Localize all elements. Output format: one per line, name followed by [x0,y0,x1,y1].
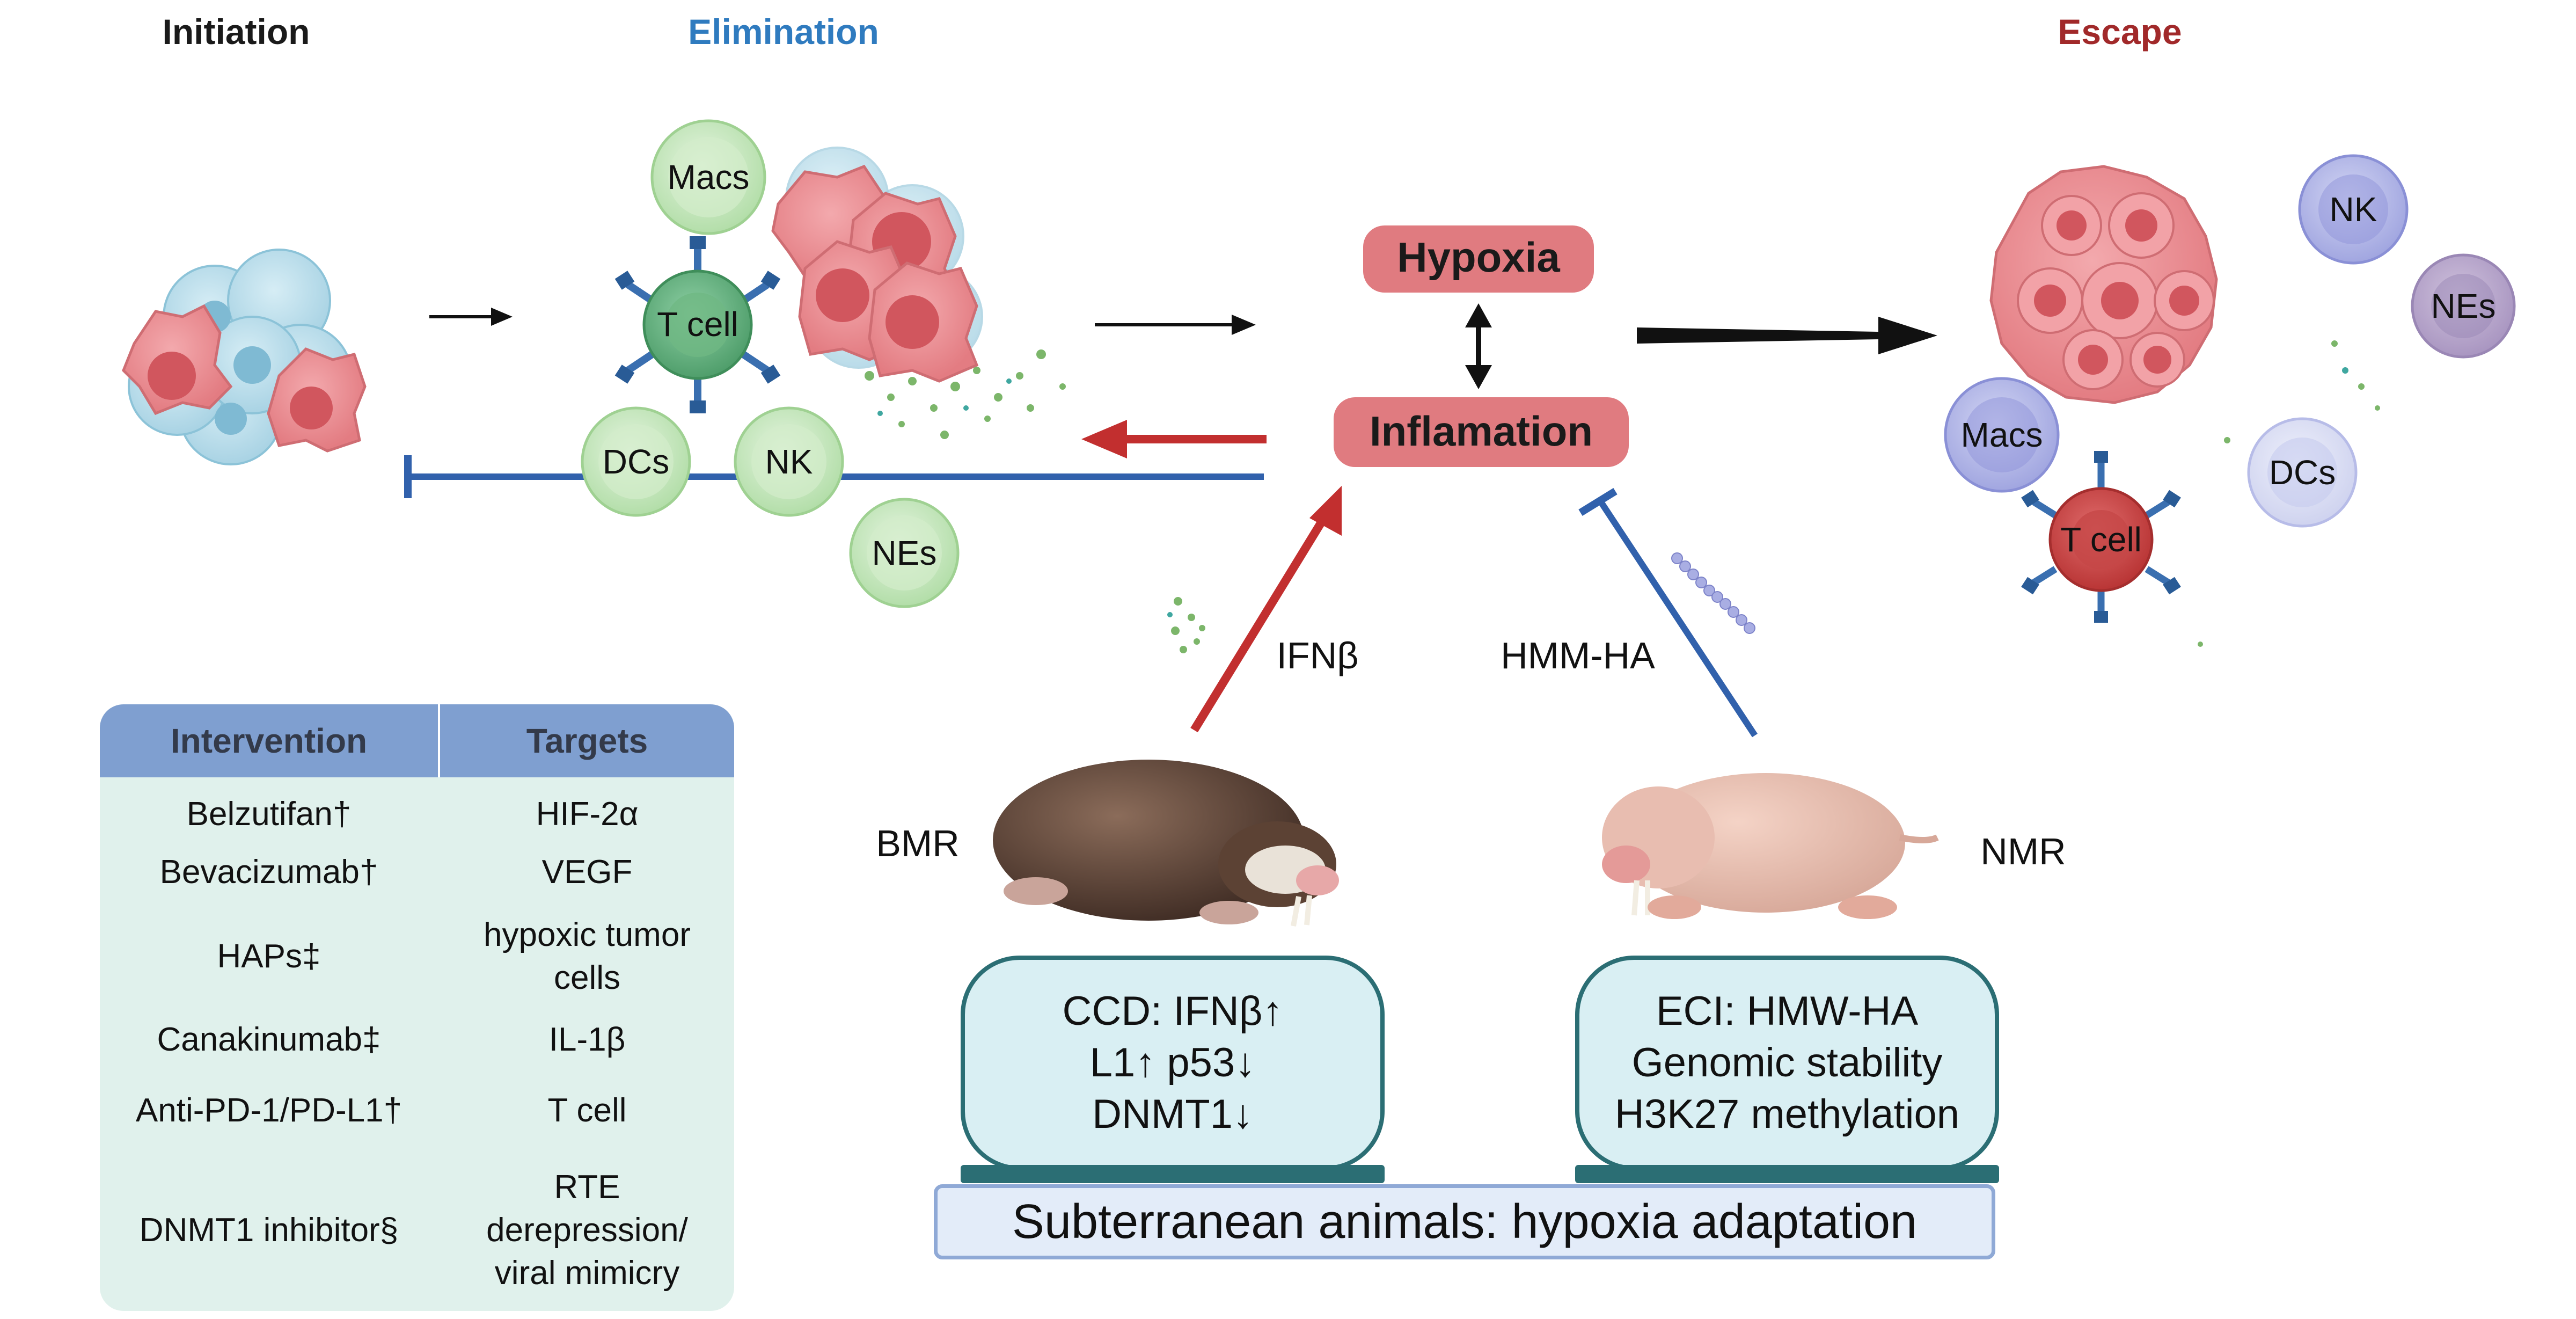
table-header-intervention: Intervention [170,722,368,760]
macs-cell-escape: Macs [1944,377,2060,493]
tcell-label-elimination: T cell [657,305,738,344]
dcs-cell-elimination: DCs [581,406,691,517]
table-cell-target: RTE derepression/ viral mimicry [486,1169,688,1292]
table-cell-target: hypoxic tumor cells [484,916,691,996]
nmr-mechanism-line: Genomic stability [1631,1040,1943,1085]
stage-title-escape: Escape [2058,12,2182,52]
elimination-tumor-cluster [771,147,983,383]
nes-label-escape: NEs [2431,287,2496,325]
nmr-label: NMR [1980,830,2066,872]
ifnb-label: IFNβ [1276,635,1358,676]
tcell-elimination: T cell [614,236,781,413]
hmmha-label: HMM-HA [1501,635,1655,676]
table-cell-intervention: Bevacizumab† [159,854,378,891]
nk-label-elimination: NK [765,442,813,481]
stage-title-initiation: Initiation [163,12,310,52]
hypoxia-pill [1363,225,1594,293]
stage-title-elimination: Elimination [688,12,879,52]
table-cell-target: T cell [547,1092,627,1129]
nmr-mechanism-line: ECI: HMW-HA [1656,988,1919,1034]
nes-cell-escape: NEs [2411,253,2516,359]
dcs-label-elimination: DCs [603,442,669,481]
ifnb-activation-arrow [1190,513,1329,733]
nmr-mechanism-panel: ECI: HMW-HA Genomic stability H3K27 meth… [1575,956,1999,1170]
inflamation-label: Inflamation [1370,407,1593,455]
tcell-escape: T cell [2021,451,2181,623]
nmr-illustration [1602,773,1939,919]
subterranean-banner: Subterranean animals: hypoxia adaptation [934,1184,1995,1259]
table-header-targets: Targets [526,722,648,760]
table-cell-intervention: Anti-PD-1/PD-L1† [135,1092,402,1129]
dcs-cell-escape: DCs [2247,417,2358,528]
initiation-cell-cluster [122,249,367,465]
intervention-table: Intervention Targets Belzutifan† HIF-2α … [100,704,734,1311]
tcell-label-escape: T cell [2060,520,2142,559]
nk-label-escape: NK [2330,190,2377,229]
cytokine-particles-elimination [865,349,1066,439]
table-cell-intervention: HAPs‡ [217,938,321,975]
inflamation-pill [1334,397,1629,467]
nk-cell-elimination: NK [734,406,844,517]
hmmha-inhibition-line [1599,501,1758,738]
center-to-escape-arrow [1637,317,1937,354]
bmr-mechanism-line: DNMT1↓ [1092,1091,1253,1137]
escape-particles [2198,340,2380,647]
macs-label-escape: Macs [1961,416,2043,454]
bmr-mechanism-line: L1↑ p53↓ [1089,1040,1256,1085]
table-cell-intervention: DNMT1 inhibitor§ [139,1212,399,1249]
hmmha-inhibition-bar [1578,488,1618,516]
table-cell-target: IL-1β [548,1021,626,1058]
table-cell-target: HIF-2α [536,796,639,833]
hypoxia-label: Hypoxia [1397,234,1560,281]
table-header-divider [438,704,440,777]
nes-label-elimination: NEs [872,534,937,572]
nk-cell-escape: NK [2298,154,2409,265]
ha-polymer-chain [1671,552,1755,634]
bmr-label: BMR [876,822,960,864]
table-header [100,704,734,777]
table-cell-intervention: Canakinumab‡ [157,1021,381,1058]
bmr-mechanism-panel: CCD: IFNβ↑ L1↑ p53↓ DNMT1↓ [961,956,1385,1170]
macs-cell-elimination: Macs [650,119,766,235]
bmr-panel-base [961,1165,1385,1183]
macs-label-elimination: Macs [668,158,750,196]
dcs-label-escape: DCs [2269,453,2336,492]
escape-tumor-mass [1989,165,2218,404]
bmr-mechanism-line: CCD: IFNβ↑ [1062,988,1283,1034]
table-cell-target: VEGF [541,854,633,891]
table-cell-intervention: Belzutifan† [186,796,352,833]
ifnb-particles [1167,597,1205,653]
nes-cell-elimination: NEs [849,498,960,608]
nmr-panel-base [1575,1165,1999,1183]
bmr-illustration [993,760,1339,927]
nmr-mechanism-line: H3K27 methylation [1614,1091,1960,1137]
